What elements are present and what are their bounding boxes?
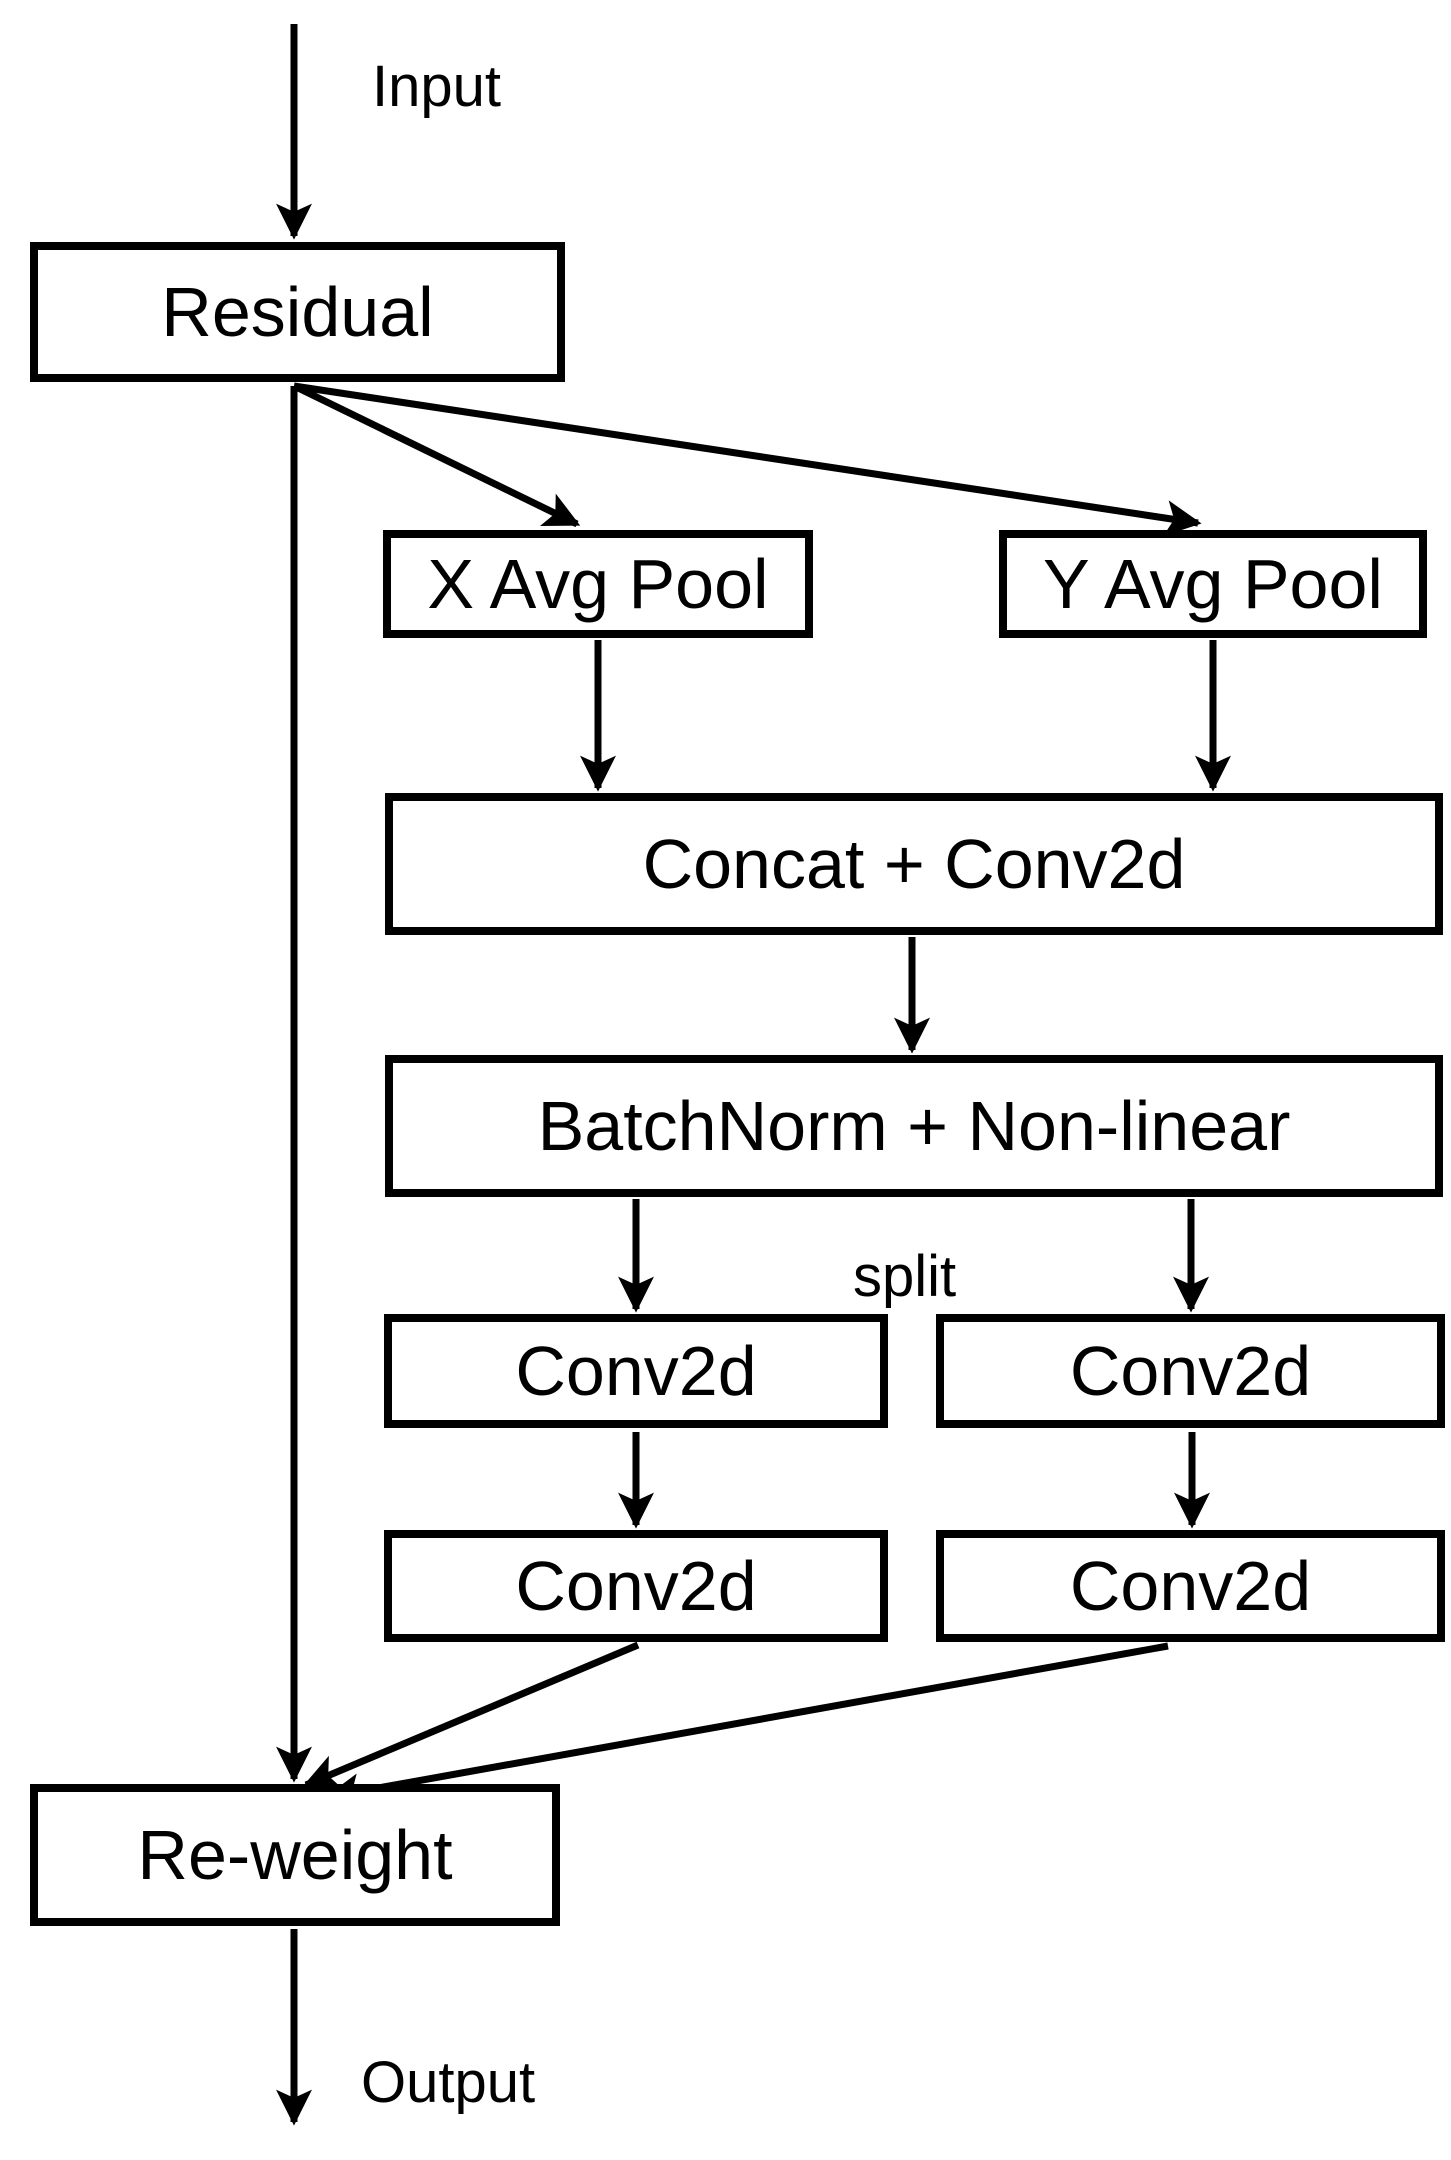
node-x-avg-pool: X Avg Pool — [383, 530, 813, 638]
node-re-weight: Re-weight — [30, 1784, 560, 1926]
node-y-avg-pool-label: Y Avg Pool — [1043, 545, 1383, 623]
output-label: Output — [361, 2050, 536, 2115]
node-conv2d-y1: Conv2d — [936, 1314, 1445, 1428]
edge-conv2d-y2-to-re-weight — [324, 1642, 1169, 1809]
split-label: split — [853, 1244, 957, 1309]
node-conv2d-x1: Conv2d — [384, 1314, 888, 1428]
node-concat-conv2d: Concat + Conv2d — [385, 793, 1443, 935]
node-x-avg-pool-label: X Avg Pool — [427, 545, 769, 623]
node-y-avg-pool: Y Avg Pool — [999, 530, 1427, 638]
node-residual-label: Residual — [161, 273, 434, 351]
edge-conv2d-x2-to-re-weight — [302, 1641, 640, 1789]
node-conv2d-x2: Conv2d — [384, 1530, 888, 1642]
node-conv2d-y2: Conv2d — [936, 1530, 1445, 1642]
node-conv2d-y1-label: Conv2d — [1069, 1332, 1312, 1410]
node-conv2d-x1-label: Conv2d — [515, 1332, 757, 1410]
node-conv2d-x2-label: Conv2d — [515, 1547, 757, 1625]
edge-residual-to-x-avg-pool — [292, 382, 581, 528]
node-batchnorm-nonlinear-label: BatchNorm + Non-linear — [537, 1087, 1291, 1165]
node-residual: Residual — [30, 242, 565, 382]
input-label: Input — [372, 54, 501, 119]
node-re-weight-label: Re-weight — [137, 1816, 453, 1894]
node-concat-conv2d-label: Concat + Conv2d — [642, 825, 1186, 903]
node-conv2d-y2-label: Conv2d — [1069, 1547, 1312, 1625]
edge-residual-to-y-avg-pool — [293, 382, 1202, 536]
node-batchnorm-nonlinear: BatchNorm + Non-linear — [385, 1055, 1443, 1197]
